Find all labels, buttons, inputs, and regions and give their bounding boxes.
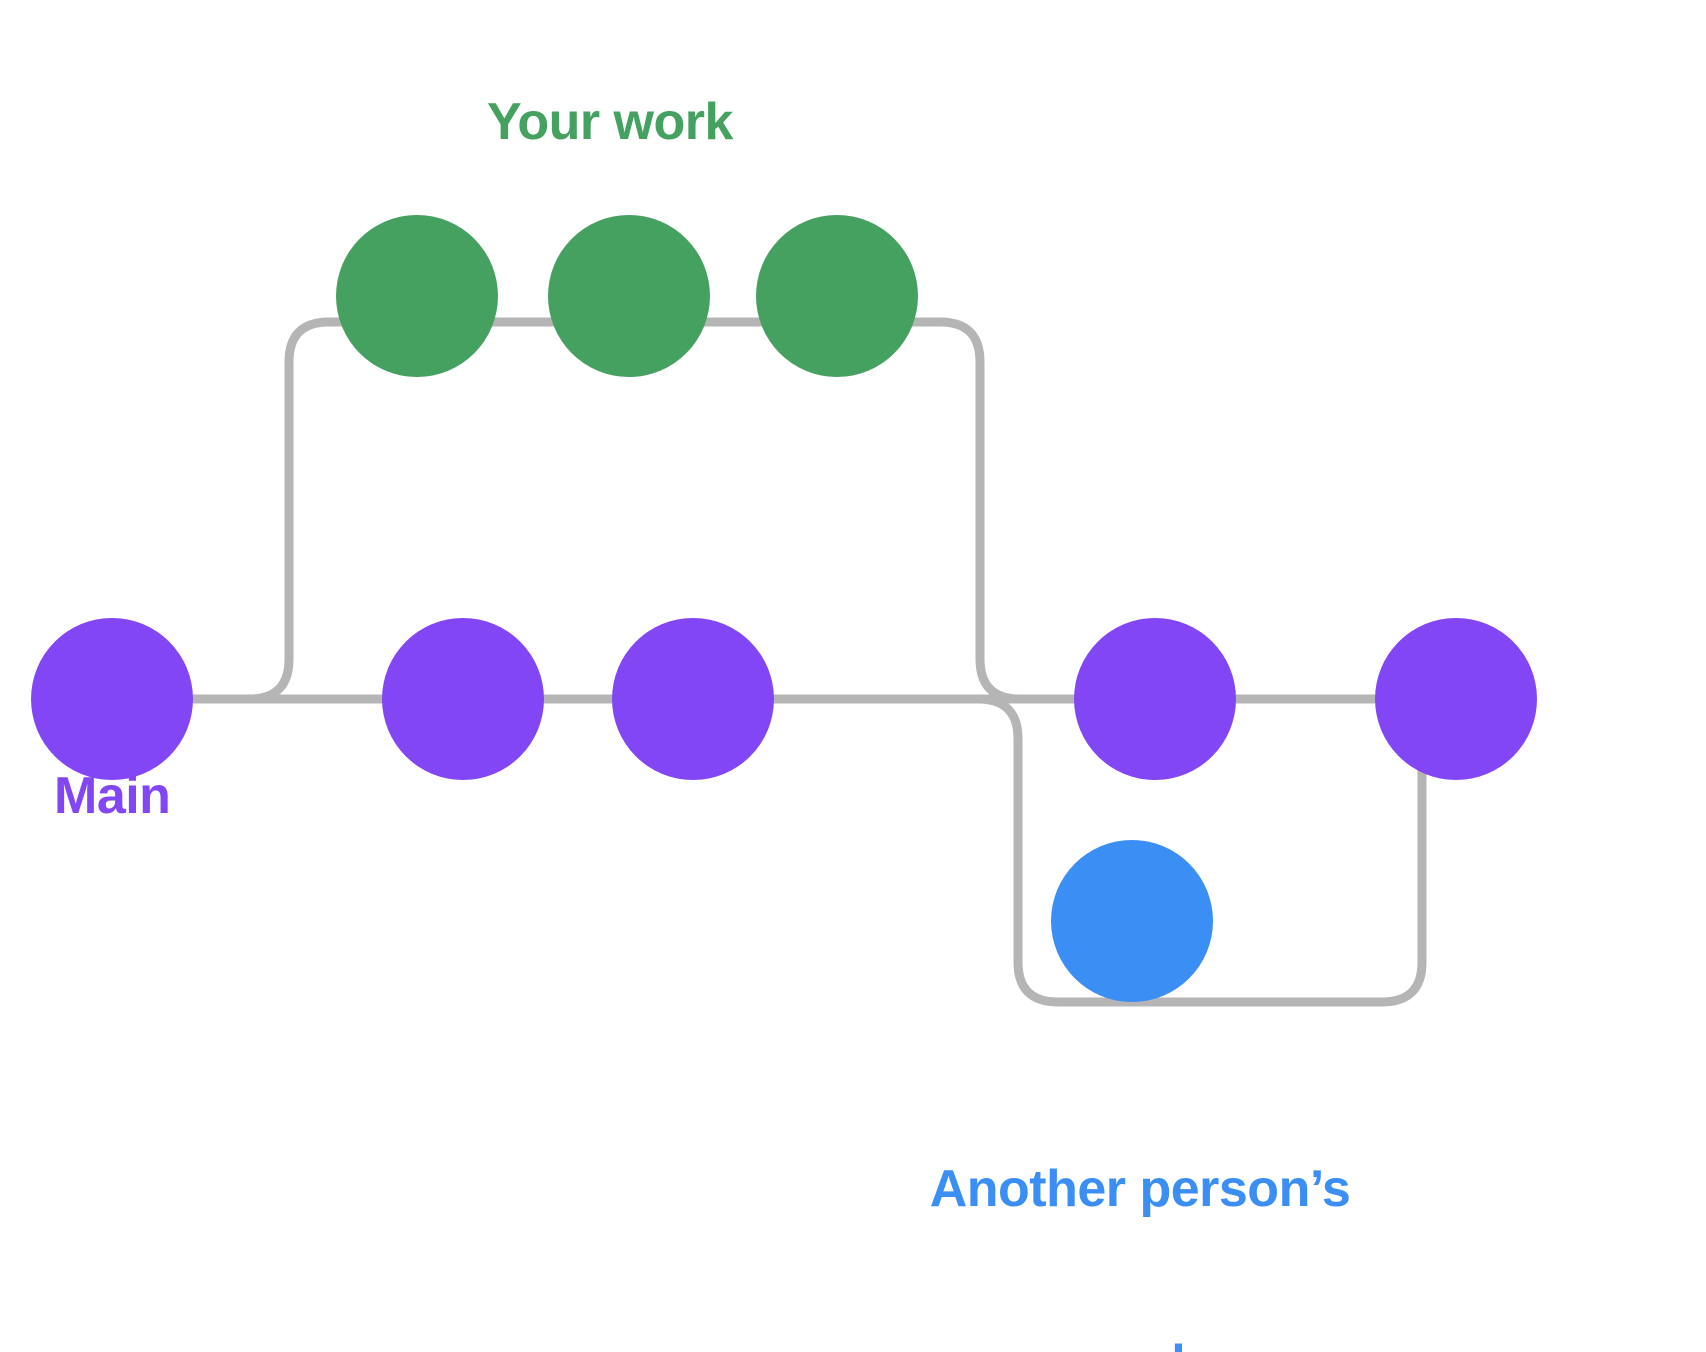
commit-node-main-2[interactable] <box>382 618 544 780</box>
commit-node-your-work-1[interactable] <box>336 215 498 377</box>
branch-label-main: Main <box>54 767 171 825</box>
commit-node-your-work-3[interactable] <box>756 215 918 377</box>
edge-branch-out-green <box>244 317 422 704</box>
commit-node-another-person-1[interactable] <box>1051 840 1213 1002</box>
branch-label-another-person-line2: work <box>905 1335 1375 1352</box>
edge-merge-in-green <box>832 317 1160 704</box>
branch-label-your-work: Your work <box>487 93 733 151</box>
commit-node-main-4[interactable] <box>1074 618 1236 780</box>
node-layer <box>31 215 1537 1002</box>
commit-node-main-3[interactable] <box>612 618 774 780</box>
branch-label-another-person: Another person’s work <box>905 1044 1375 1352</box>
commit-node-main-1[interactable] <box>31 618 193 780</box>
branch-label-another-person-line1: Another person’s <box>929 1160 1351 1219</box>
commit-node-main-5[interactable] <box>1375 618 1537 780</box>
commit-node-your-work-2[interactable] <box>548 215 710 377</box>
connector-layer <box>107 317 1463 1007</box>
edge-branch-out-blue <box>688 694 1137 1007</box>
